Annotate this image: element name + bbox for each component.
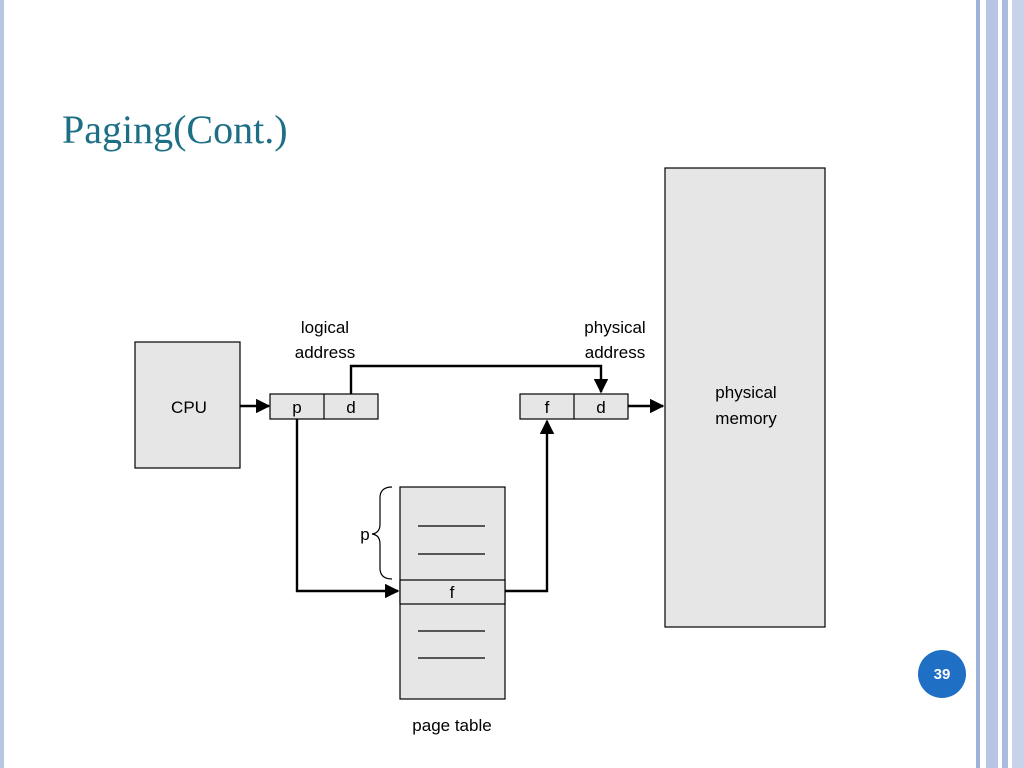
offset-to-physical-arrow (349, 364, 609, 394)
slide-number-badge: 39 (918, 650, 966, 698)
physical-memory-box: physical memory (664, 167, 826, 628)
physical-address-register: f d (519, 393, 629, 420)
page-index-brace (371, 486, 393, 580)
page-number-to-table-arrow (295, 419, 400, 599)
physical-address-label-line1: physical (584, 318, 645, 337)
page-table-frame-entry: f (450, 583, 455, 602)
physical-memory-label-line2: memory (715, 409, 777, 428)
logical-address-label-line2: address (295, 343, 355, 362)
offset-cell: d (346, 398, 355, 417)
table-to-frame-arrow (505, 419, 555, 593)
logical-address-register: p d (269, 393, 379, 420)
phys-offset-cell: d (596, 398, 605, 417)
logical-address-label-line1: logical (301, 318, 349, 337)
cpu-label: CPU (171, 398, 207, 417)
physical-memory-label-line1: physical (715, 383, 776, 402)
slide-title: Paging(Cont.) (62, 107, 288, 152)
page-index-brace-label: p (360, 525, 369, 544)
slide-left-border (0, 0, 4, 768)
physical-address-label-line2: address (585, 343, 645, 362)
slide-right-border (976, 0, 1024, 768)
page-table-label: page table (412, 716, 491, 735)
page-number-cell: p (292, 398, 301, 417)
cpu-box: CPU (134, 341, 241, 469)
page-table: f (399, 486, 506, 700)
frame-cell: f (545, 398, 550, 417)
